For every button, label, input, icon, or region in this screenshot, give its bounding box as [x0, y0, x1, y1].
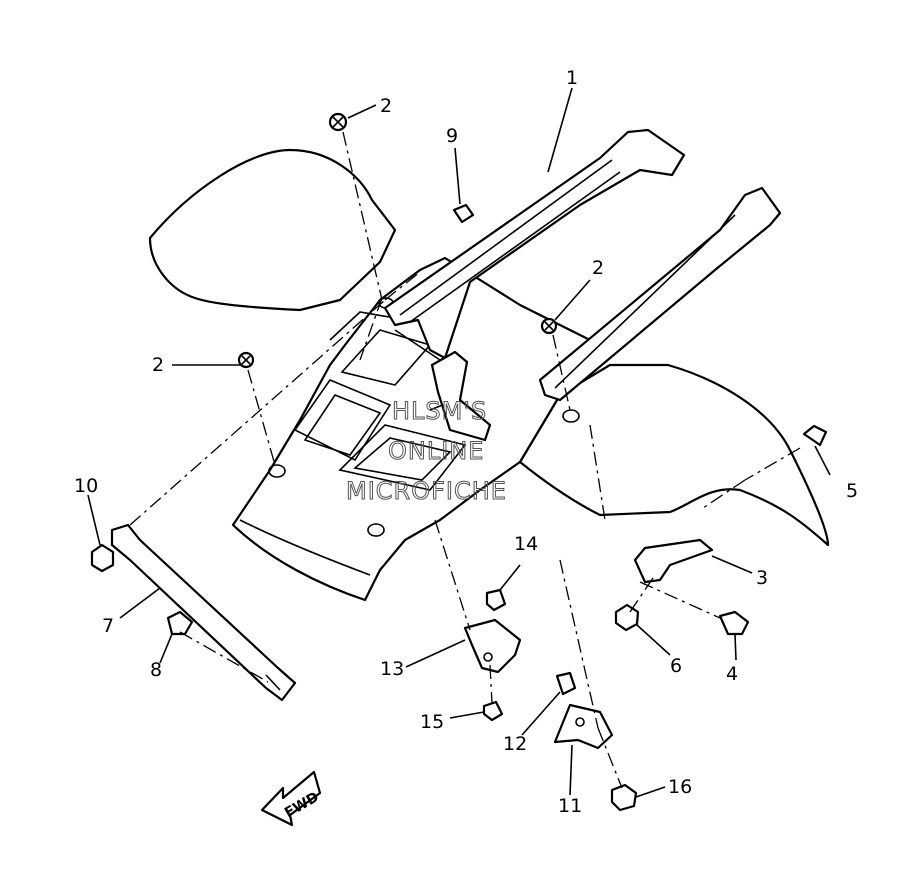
callout-11: 11	[558, 795, 582, 817]
watermark: HLSM'S ONLINE MICROFICHE	[346, 397, 507, 506]
callout-12: 12	[503, 733, 527, 755]
callout-13: 13	[380, 658, 404, 680]
callout-numbers: 1 2 9 2 2 10 5 14 3 7 6 4 13 8 15 12 16 …	[74, 67, 858, 817]
fasteners	[90, 112, 828, 812]
rear-fender	[148, 148, 830, 602]
carrier-rail	[383, 128, 782, 442]
callout-7: 7	[102, 615, 114, 637]
callout-14: 14	[514, 533, 538, 555]
callout-16: 16	[668, 776, 692, 798]
watermark-line-3: MICROFICHE	[346, 477, 507, 505]
callout-2-right: 2	[592, 257, 604, 279]
callout-10: 10	[74, 475, 98, 497]
flap-stay	[110, 523, 297, 702]
fwd-arrow: FWD	[260, 770, 322, 827]
callout-5: 5	[846, 480, 858, 502]
callout-4: 4	[726, 663, 738, 685]
bracket-13	[463, 618, 522, 674]
watermark-line-2: ONLINE	[388, 437, 484, 465]
bracket-11	[553, 703, 614, 750]
reflector-bracket	[633, 538, 714, 584]
callout-8: 8	[150, 659, 162, 681]
callout-2-top: 2	[380, 95, 392, 117]
callout-3: 3	[756, 567, 768, 589]
callout-9: 9	[446, 125, 458, 147]
watermark-line-1: HLSM'S	[392, 397, 487, 425]
assembly-lines	[129, 131, 801, 789]
leader-lines	[87, 87, 831, 798]
callout-15: 15	[420, 711, 444, 733]
callout-1: 1	[566, 67, 578, 89]
callout-2-left: 2	[152, 354, 164, 376]
callout-6: 6	[670, 655, 682, 677]
